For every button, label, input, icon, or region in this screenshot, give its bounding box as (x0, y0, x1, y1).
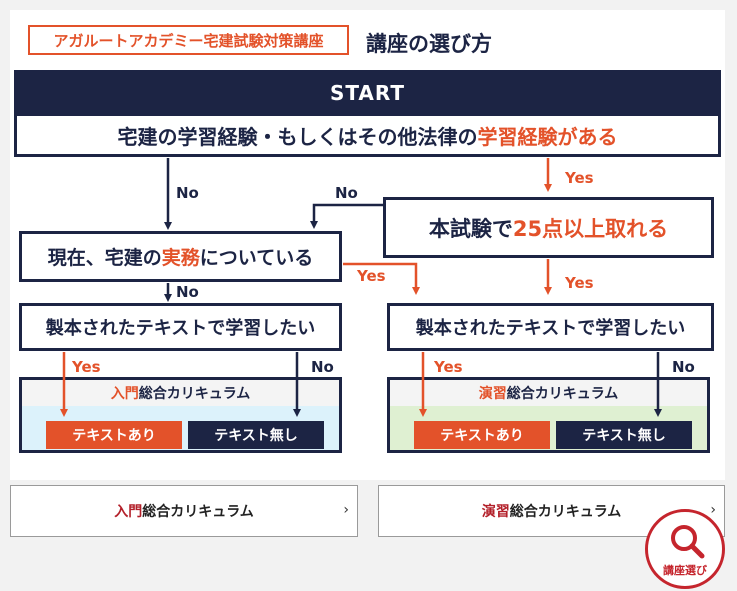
label-yes: Yes (357, 267, 386, 285)
curriculum-intro-box: 入門総合カリキュラム テキストあり テキスト無し (19, 377, 342, 453)
question-highlight: 学習経験 (477, 124, 558, 149)
curriculum-level: 入門 (110, 386, 139, 402)
link-level: 入門 (114, 504, 143, 520)
question-highlight-suffix: がある (557, 124, 618, 149)
curriculum-level: 演習 (478, 386, 507, 402)
question-text: 宅建の学習経験・もしくはその他法律の (117, 124, 478, 149)
question-text: 現在、宅建の (47, 247, 162, 269)
arrow-q3-yes (343, 262, 420, 295)
question-study-experience: 宅建の学習経験・もしくはその他法律の学習経験がある (14, 113, 721, 157)
label-no: No (176, 184, 199, 202)
label-no: No (335, 184, 358, 202)
label-no: No (176, 283, 199, 301)
curriculum-intro-title: 入門総合カリキュラム (22, 380, 339, 406)
intro-with-text-option[interactable]: テキストあり (46, 421, 182, 449)
question-real-estate-practice: 現在、宅建の実務についている (19, 231, 342, 282)
chevron-right-icon: › (343, 502, 349, 518)
question-printed-text-left: 製本されたテキストで学習したい (19, 303, 342, 351)
question-highlight: 25点以上取れる (512, 216, 669, 241)
curriculum-name: 総合カリキュラム (506, 386, 619, 402)
question-text: 本試験で (428, 216, 513, 241)
curriculum-practice-title: 演習総合カリキュラム (390, 380, 707, 406)
course-selection-fab[interactable]: 講座選び (645, 509, 725, 589)
fab-label: 講座選び (663, 564, 707, 577)
question-highlight: 実務 (161, 247, 200, 269)
label-yes: Yes (434, 358, 463, 376)
label-yes: Yes (565, 274, 594, 292)
arrow-q2-no (310, 203, 383, 229)
practice-with-text-option[interactable]: テキストあり (414, 421, 550, 449)
question-text-suffix: についている (199, 247, 314, 269)
label-yes: Yes (72, 358, 101, 376)
label-no: No (311, 358, 334, 376)
academy-badge: アガルートアカデミー宅建試験対策講座 (28, 25, 349, 55)
question-printed-text-right: 製本されたテキストで学習したい (387, 303, 714, 351)
curriculum-name: 総合カリキュラム (138, 386, 251, 402)
label-yes: Yes (565, 169, 594, 187)
start-banner: START (14, 70, 721, 114)
link-level: 演習 (481, 504, 510, 520)
practice-no-text-option[interactable]: テキスト無し (556, 421, 692, 449)
intro-curriculum-link[interactable]: 入門総合カリキュラム › (10, 485, 358, 537)
page-title: 講座の選び方 (366, 32, 492, 56)
chevron-right-icon: › (710, 502, 716, 518)
label-no: No (672, 358, 695, 376)
link-name: 総合カリキュラム (142, 504, 254, 520)
search-icon (671, 525, 705, 559)
intro-no-text-option[interactable]: テキスト無し (188, 421, 324, 449)
link-name: 総合カリキュラム (509, 504, 622, 520)
